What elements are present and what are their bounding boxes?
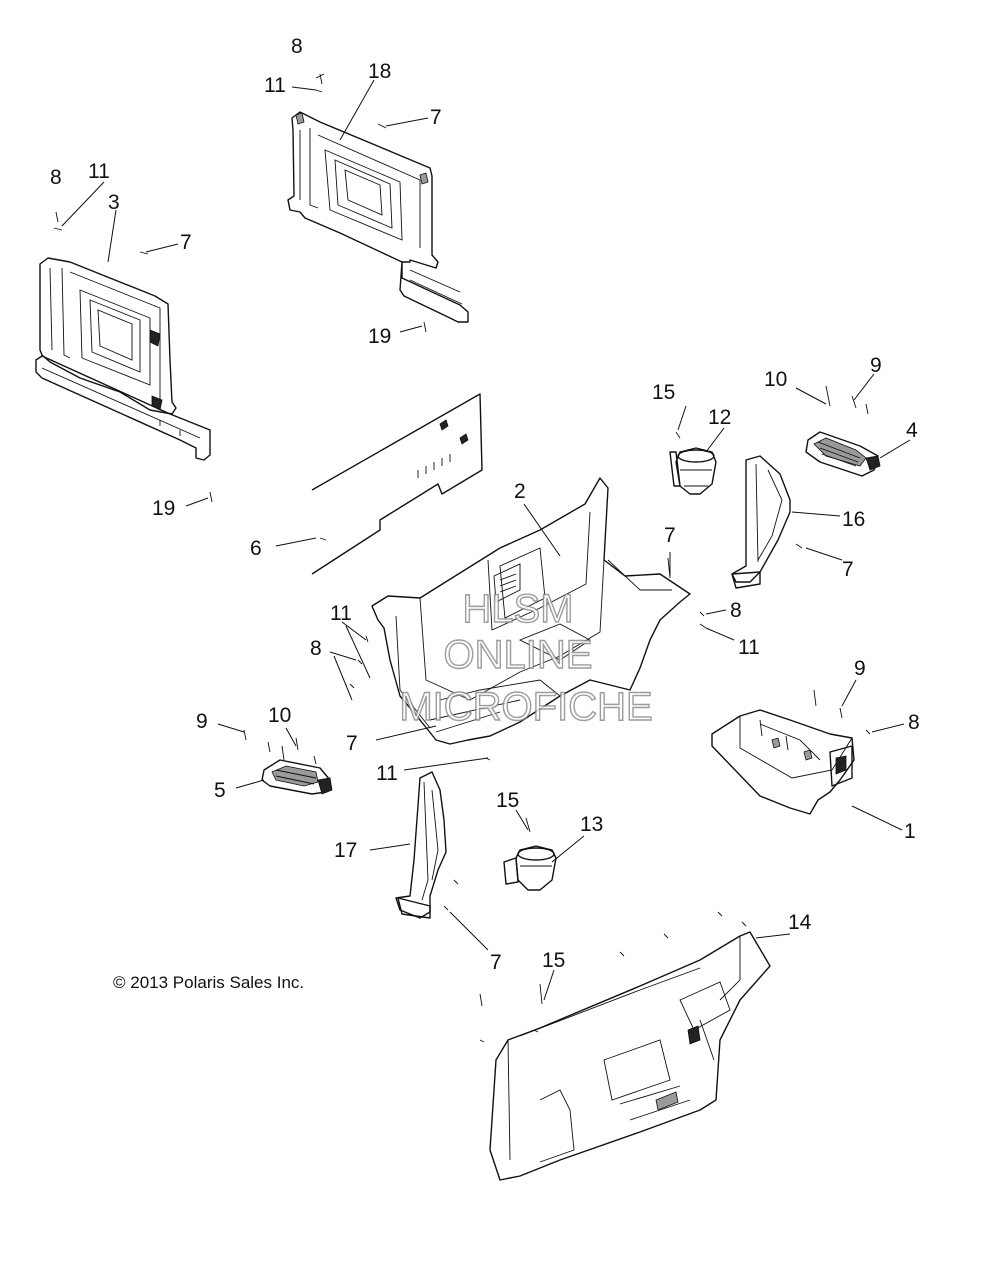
callout-6: 6: [250, 537, 262, 560]
callout-15: 15: [652, 381, 675, 404]
callout-8: 8: [310, 637, 322, 660]
watermark-line-3: MICROFICHE: [399, 685, 652, 729]
part-17-left-support: [395, 771, 447, 919]
watermark: HLSM ONLINE MICROFICHE: [399, 586, 654, 729]
callout-7: 7: [346, 732, 358, 755]
callout-7: 7: [180, 231, 192, 254]
callout-9: 9: [854, 657, 866, 680]
leader-lines: [61, 79, 911, 1001]
callout-7: 7: [842, 558, 854, 581]
callout-7: 7: [664, 524, 676, 547]
callout-12: 12: [708, 406, 731, 429]
callout-15: 15: [496, 789, 519, 812]
part-18-rear-panel: [287, 111, 469, 323]
part-4-right-foot-plate: [805, 431, 881, 477]
callout-15: 15: [542, 949, 565, 972]
callout-19: 19: [152, 497, 175, 520]
callouts: 8 11 18 7 8 11 3 7 19 19 6 15 12 10 9 4 …: [50, 35, 920, 974]
part-16-right-support: [731, 455, 791, 589]
callout-3: 3: [108, 191, 120, 214]
callout-9: 9: [870, 354, 882, 377]
callout-8: 8: [50, 166, 62, 189]
fasteners: [53, 73, 871, 1043]
callout-10: 10: [764, 368, 787, 391]
callout-11: 11: [88, 160, 110, 183]
part-12-cup-holder: [669, 447, 717, 495]
part-14-front-panel: [489, 931, 771, 1181]
watermark-line-1: HLSM: [462, 587, 573, 631]
callout-1: 1: [904, 820, 916, 843]
part-2-floor-tub: [371, 477, 691, 745]
callout-4: 4: [906, 419, 918, 442]
callout-16: 16: [842, 508, 865, 531]
callout-8: 8: [291, 35, 303, 58]
callout-19: 19: [368, 325, 391, 348]
callout-7: 7: [430, 106, 442, 129]
part-6-divider-plate: [311, 393, 483, 575]
copyright-text: © 2013 Polaris Sales Inc.: [113, 973, 304, 992]
callout-13: 13: [580, 813, 603, 836]
callout-11: 11: [376, 762, 398, 785]
callout-7: 7: [490, 951, 502, 974]
callout-11: 11: [330, 602, 352, 625]
callout-11: 11: [738, 636, 760, 659]
callout-14: 14: [788, 911, 812, 934]
part-1-right-bracket: [711, 709, 855, 815]
callout-8: 8: [730, 599, 742, 622]
watermark-line-2: ONLINE: [444, 633, 593, 677]
callout-18: 18: [368, 60, 391, 83]
part-13-cup-holder: [503, 845, 557, 891]
part-5-left-foot-plate: [261, 759, 333, 795]
callout-11: 11: [264, 74, 286, 97]
part-3-left-panel: [35, 257, 211, 461]
callout-8: 8: [908, 711, 920, 734]
callout-5: 5: [214, 779, 226, 802]
callout-17: 17: [334, 839, 357, 862]
callout-9: 9: [196, 710, 208, 733]
callout-10: 10: [268, 704, 291, 727]
callout-2: 2: [514, 480, 526, 503]
